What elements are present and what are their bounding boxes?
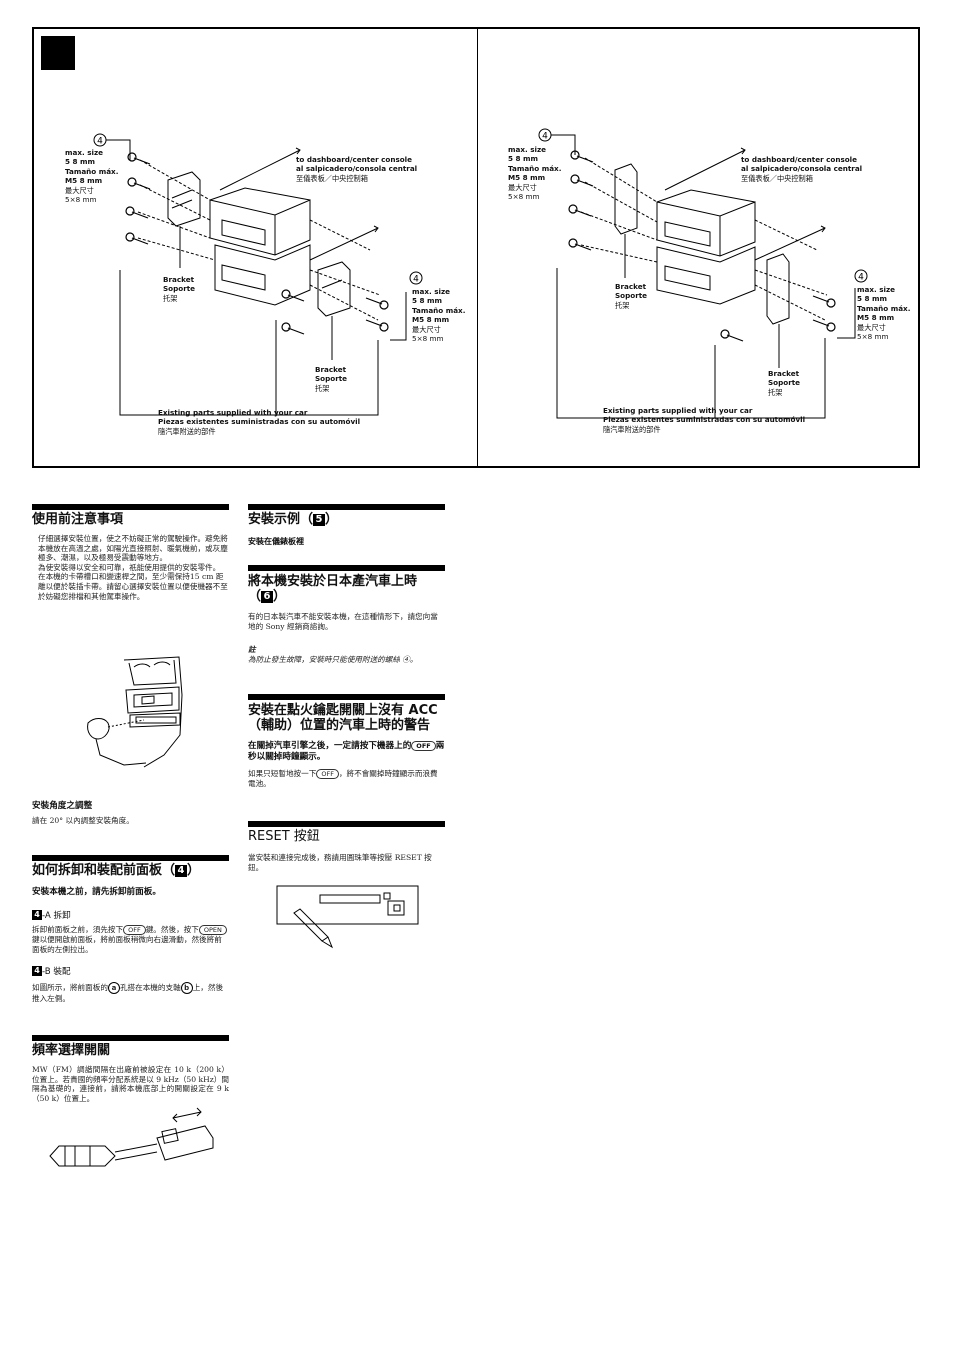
figure-divider xyxy=(477,27,478,468)
figure-marker xyxy=(41,36,75,70)
install-example-sub: 安裝在儀錶板裡 xyxy=(248,537,304,546)
section-number-badge: 5 xyxy=(313,514,326,526)
off-key: OFF xyxy=(316,769,339,779)
left-installation-diagram: 4 4 xyxy=(93,133,423,416)
svg-text:4: 4 xyxy=(413,275,419,285)
japanese-car-bar xyxy=(248,565,445,571)
callout-circle-left: 4 xyxy=(93,133,107,147)
freq-body: MW（FM）調諧間隔在出廠前被設定在 10 k（200 k）位置上。若貴國的頻率… xyxy=(32,1065,229,1103)
front-panel-title: 如何拆卸和裝配前面板（4） xyxy=(32,863,201,878)
precautions-body: 仔細選擇安裝位置，使之不妨礙正常的駕駛操作。避免將本機放在高溫之處，如陽光直接照… xyxy=(38,534,228,601)
off-key: OFF xyxy=(411,741,436,751)
attach-subtitle: 4-B 裝配 xyxy=(32,966,71,978)
freq-title: 頻率選擇開關 xyxy=(32,1043,111,1058)
car-console-illustration xyxy=(87,656,183,768)
install-example-bar xyxy=(248,504,445,510)
svg-text:4: 4 xyxy=(542,132,548,142)
reset-bar xyxy=(248,821,445,827)
installation-figure xyxy=(32,27,920,468)
hole-a-symbol: a xyxy=(107,982,120,994)
precautions-title: 使用前注意事項 xyxy=(32,512,124,527)
japanese-car-body: 有的日本製汽車不能安裝本機，在這種情形下，請您向當地的 Sony 經銷商諮詢。 xyxy=(248,612,438,631)
freq-bar xyxy=(32,1035,229,1041)
right-installation-diagram: 4 4 xyxy=(538,128,868,419)
precautions-bar xyxy=(32,504,229,510)
acc-title: 安裝在點火鑰匙開關上沒有 ACC（輔助）位置的汽車上時的警告 xyxy=(248,703,438,733)
section-number-badge: 6 xyxy=(261,591,274,603)
callout-circle-left-b: 4 xyxy=(409,271,423,285)
remove-subtitle: 4-A 拆卸 xyxy=(32,910,71,922)
japanese-car-title: 將本機安裝於日本產汽車上時 （6） xyxy=(248,574,418,604)
front-panel-bar xyxy=(32,855,229,861)
off-key: OFF xyxy=(123,925,146,935)
section-number-badge: 4 xyxy=(175,865,188,877)
svg-text:4: 4 xyxy=(97,137,103,147)
callout-circle-right: 4 xyxy=(538,128,552,142)
reset-button-illustration xyxy=(276,885,419,949)
install-example-title: 安裝示例（5） xyxy=(248,512,339,527)
callout-circle-right-b: 4 xyxy=(854,269,868,283)
acc-bar xyxy=(248,694,445,700)
reset-body: 當安裝和連接完成後，務請用圓珠筆等按壓 RESET 按鈕。 xyxy=(248,853,432,872)
angle-title: 安裝角度之調整 xyxy=(32,801,93,811)
note-body: 為防止發生故障，安裝時只能使用附送的螺絲 ④。 xyxy=(248,655,418,664)
pin-b-symbol: b xyxy=(180,982,193,994)
reset-title: RESET 按鈕 xyxy=(248,829,320,844)
angle-body: 請在 20° 以內調整安裝角度。 xyxy=(32,816,134,825)
open-key: OPEN xyxy=(198,925,227,935)
note-title: 註 xyxy=(248,645,256,654)
front-panel-intro: 安裝本機之前，請先拆卸前面板。 xyxy=(32,887,161,897)
screwdriver-illustration xyxy=(49,1107,214,1167)
svg-text:4: 4 xyxy=(858,273,864,283)
